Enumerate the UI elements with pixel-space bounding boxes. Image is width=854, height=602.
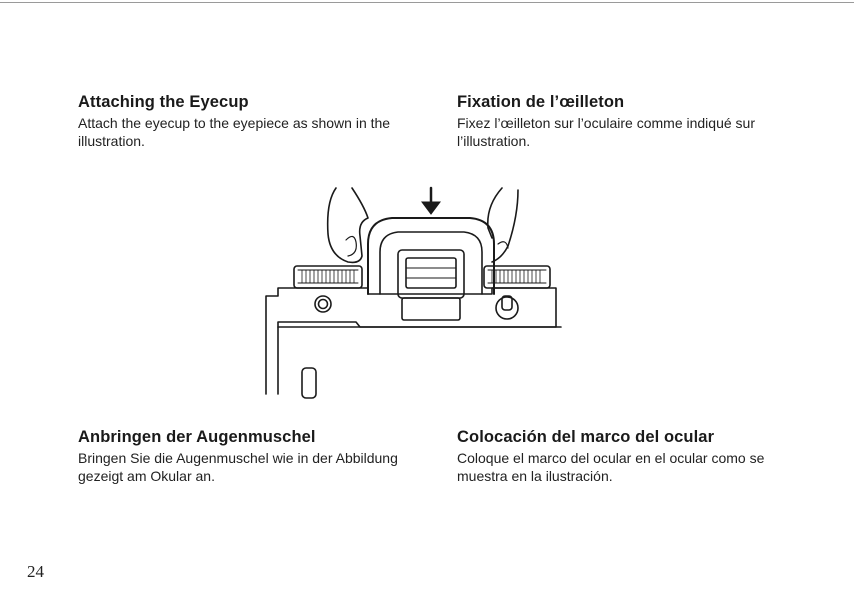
eyecup-inner (379, 231, 483, 295)
eyecup-illustration (265, 186, 562, 399)
section-title: Anbringen der Augenmuschel (78, 428, 316, 446)
section-body: Bringen Sie die Augenmuschel wie in der … (78, 450, 398, 484)
section-body: Fixez l’œilleton sur l’oculaire comme in… (457, 115, 755, 149)
right-hand (486, 187, 519, 263)
eyepiece-window (405, 257, 457, 289)
left-hand (326, 187, 369, 264)
section-title: Fixation de l’œilleton (457, 93, 625, 111)
right-dial (483, 265, 551, 289)
left-dial (293, 265, 363, 289)
top-rule (0, 2, 854, 3)
section-english: Attaching the Eyecup Attach the eyecup t… (78, 93, 418, 150)
left-round-button (314, 295, 332, 313)
section-french: Fixation de l’œilleton Fixez l’œilleton … (457, 93, 797, 150)
eyecup (367, 217, 495, 295)
left-dial-knurling (301, 269, 355, 284)
section-title: Colocación del marco del ocular (457, 428, 715, 446)
section-spanish: Colocación del marco del ocular Coloque … (457, 428, 797, 485)
side-slot (301, 367, 317, 399)
page-number: 24 (27, 562, 44, 581)
section-body: Attach the eyecup to the eyepiece as sho… (78, 115, 391, 149)
down-arrow-icon (421, 201, 441, 215)
section-german: Anbringen der Augenmuschel Bringen Sie d… (78, 428, 418, 485)
diopter-knob (495, 296, 519, 320)
section-title: Attaching the Eyecup (78, 93, 249, 111)
eyepiece-base (401, 297, 461, 321)
right-dial-knurling (491, 269, 541, 284)
section-body: Coloque el marco del ocular en el ocular… (457, 450, 765, 484)
